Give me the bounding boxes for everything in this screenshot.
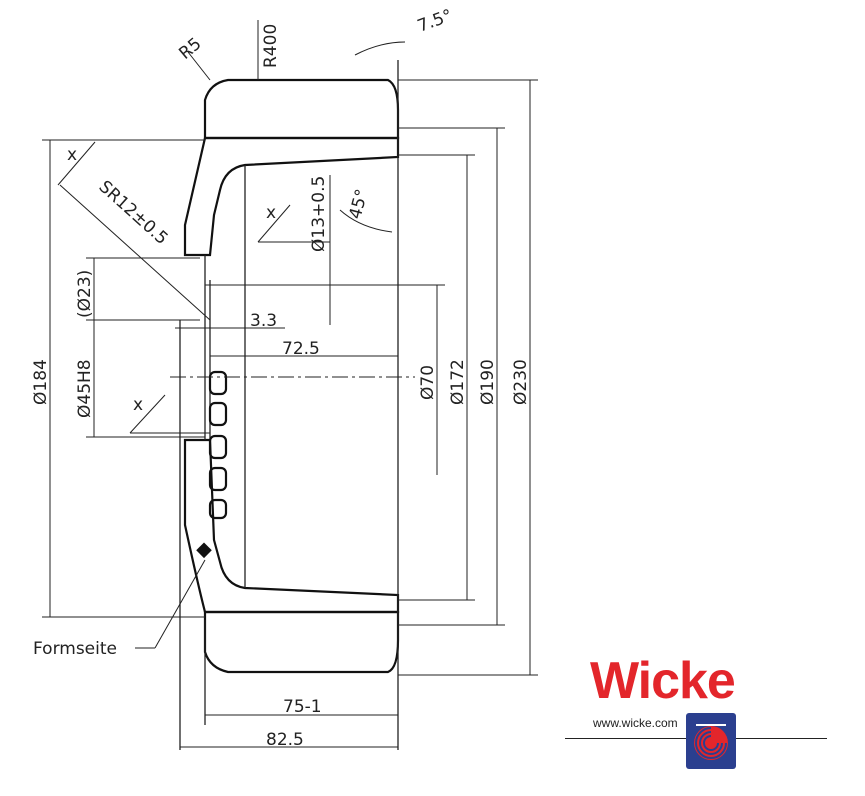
mark-x-1: x <box>67 145 77 165</box>
dim-d70: Ø70 <box>418 365 438 400</box>
dim-d13: Ø13+0.5 <box>309 176 329 252</box>
dim-r5: R5 <box>175 34 205 64</box>
mark-x-3: x <box>133 395 143 415</box>
dim-d230: Ø230 <box>511 359 531 405</box>
dim-75: 75-1 <box>283 697 322 717</box>
tread-upper <box>203 78 400 140</box>
dim-angle-7-5: 7.5° <box>415 6 455 37</box>
bolt-pattern <box>208 370 228 520</box>
brand-mark-icon <box>686 713 736 769</box>
dim-d172: Ø172 <box>448 359 468 405</box>
hub-lower <box>183 438 400 614</box>
label-formseite: Formseite <box>33 639 117 659</box>
dim-3-3: 3.3 <box>250 311 277 331</box>
dim-lines <box>42 20 538 748</box>
brand-logo: Wicke <box>590 652 736 710</box>
dim-72-5: 72.5 <box>282 339 320 359</box>
marker-square <box>196 542 212 559</box>
tread-lower <box>203 610 400 674</box>
dim-d190: Ø190 <box>478 359 498 405</box>
brand-url: www.wicke.com <box>593 716 678 730</box>
dim-sr12: SR12±0.5 <box>95 177 172 249</box>
dim-d45: Ø45H8 <box>75 359 95 418</box>
dim-d23: (Ø23) <box>75 270 95 318</box>
dim-r400: R400 <box>261 24 281 68</box>
mark-x-2: x <box>266 203 276 223</box>
hub-upper <box>183 136 400 257</box>
dim-angle-45: 45° <box>346 187 373 221</box>
dim-82-5: 82.5 <box>266 730 304 750</box>
dim-d184: Ø184 <box>31 359 51 405</box>
